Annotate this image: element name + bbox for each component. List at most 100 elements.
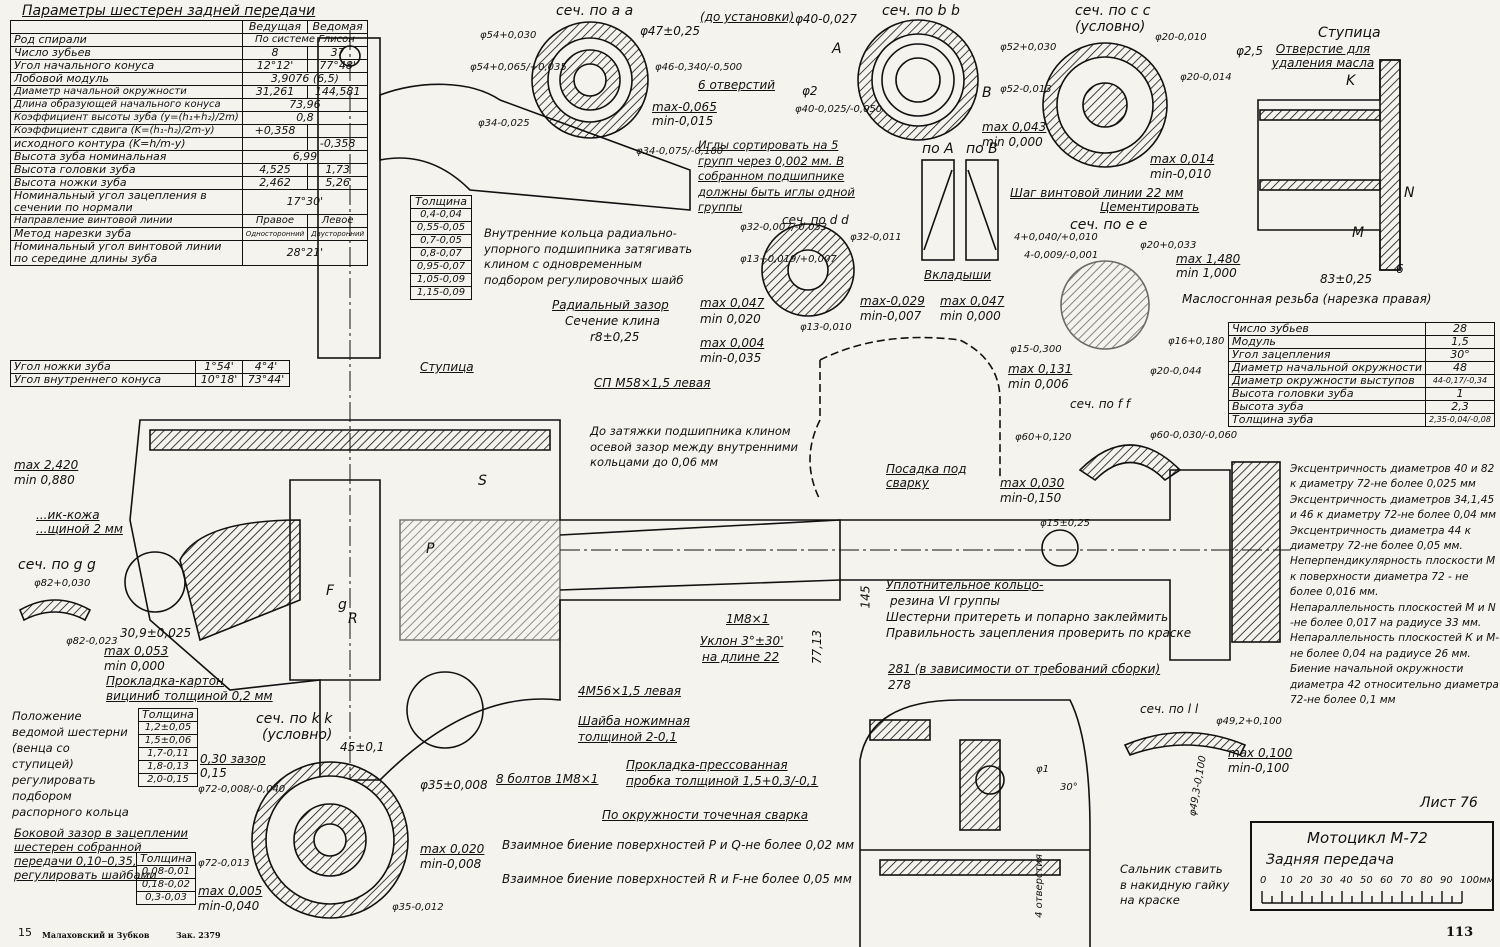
dim-k-gap: 0,30 зазор: [200, 752, 266, 766]
bearing-tightening-note: Внутренние кольца радиально-упорного под…: [484, 226, 693, 287]
table-cell: исходного контура (K=h/m-y): [10, 137, 243, 151]
scale-tick-label: 40: [1340, 875, 1353, 886]
table-row: 0,8-0,07: [410, 247, 472, 261]
lever-arm: [379, 83, 691, 211]
dim-c-phi20b: φ20-0,014: [1180, 72, 1232, 83]
dim-phi15: φ15±0,25: [1040, 518, 1090, 529]
section-ll: [1123, 731, 1247, 756]
table-cell: 2,0-0,15: [138, 773, 198, 787]
table-cell: 0,4-0,04: [410, 208, 472, 222]
ring-gear-hub: [289, 479, 381, 681]
scale-tick-label: 70: [1400, 875, 1413, 886]
backlash-note: Боковой зазор в зацеплении шестерен собр…: [14, 826, 189, 882]
dim-145: 145: [858, 585, 873, 609]
table-row: 1,8-0,13: [138, 760, 198, 774]
dim-d-phi13b: φ13-0,010: [800, 322, 852, 333]
table-cell: 0,18-0,02: [136, 878, 196, 892]
shim-table-bearing: Толщина 0,4-0,04 0,55-0,05 0,7-0,05 0,8-…: [410, 195, 472, 300]
sp-thread-label: СП М58×1,5 левая: [594, 376, 711, 390]
table-row: 1,2±0,05: [138, 721, 198, 735]
table-cell: 28°21': [241, 240, 369, 266]
table-cell: 144,581: [307, 85, 369, 99]
dim-d-min4: min 0,000: [940, 309, 1001, 323]
radial-gap-label: Радиальный зазор: [552, 298, 669, 312]
table-cell: Число зубьев: [10, 46, 243, 60]
insert-label-a: по А: [922, 141, 954, 157]
dim-f-phi60: φ60+0,120: [1015, 432, 1072, 443]
table-cell: Высота ножки зуба: [10, 176, 243, 190]
dim-hub-6: 6: [1396, 262, 1404, 276]
table-cell: Угол зацепления: [1228, 348, 1426, 362]
shim-table-spacer: Толщина 1,2±0,05 1,5±0,06 1,7-0,11 1,8-0…: [138, 708, 198, 787]
dim-k-max: max 0,005: [198, 884, 263, 898]
table-cell: 77°48': [307, 59, 369, 73]
runout-pq-note: Взаимное биение поверхностей P и Q-не бо…: [502, 838, 855, 852]
table-cell: -0,358: [307, 137, 369, 151]
table-cell: 31,261: [241, 85, 309, 99]
dim-a-min: min-0,015: [652, 114, 714, 128]
seal-ring-note: Уплотнительное кольцо-: [886, 578, 1044, 592]
label-g: g: [338, 597, 347, 613]
table-cell: Высота головки зуба: [1228, 387, 1426, 401]
spot-weld-note: По окружности точечная сварка: [602, 808, 809, 822]
table-row: Номинальный угол зацепления в сечении по…: [10, 189, 369, 215]
m56-thread-label: 4М56×1,5 левая: [578, 684, 681, 698]
dim-k-max2: max 0,020: [420, 842, 485, 856]
needles-note: Иглы сортировать на 5 групп через 0,002 …: [698, 138, 855, 214]
scale-tick-label: 90: [1440, 875, 1453, 886]
table-header-driving: Ведущая: [241, 20, 309, 34]
runout-rf-note: Взаимное биение поверхностей R и F-не бо…: [502, 872, 852, 886]
table-cell: 1,05-0,09: [410, 273, 472, 287]
dim-k-phi35b: φ35-0,012: [392, 902, 444, 913]
table-row: 0,7-0,05: [410, 234, 472, 248]
table-cell: Угол внутреннего конуса: [10, 373, 196, 387]
dim-a-phi47: φ47±0,25: [640, 24, 700, 38]
dim-a-phi46: φ46-0,340/-0,500: [655, 62, 743, 73]
table-cell: Правое: [241, 214, 309, 228]
dim-b-phi2: φ2: [802, 84, 818, 98]
gasket-carton-note-2: вициниб толщиной 0,2 мм: [106, 689, 273, 703]
dim-c-min2: min-0,010: [1150, 167, 1212, 181]
table-row: 1,5±0,06: [138, 734, 198, 748]
dim-a-phi34: φ34-0,075/-0,180: [636, 146, 724, 157]
table-cell: Метод нарезки зуба: [10, 227, 243, 241]
sheet-label: Лист 76: [1420, 795, 1478, 811]
table-cell: 37: [307, 46, 369, 60]
table-cell: Угол начального конуса: [10, 59, 243, 73]
dim-k-phi72: φ72-0,008/-0,040: [198, 784, 286, 795]
table-cell: 73°44': [242, 373, 290, 387]
table-cell: Лобовой модуль: [10, 72, 243, 86]
dim-k-45: 45±0,1: [340, 740, 385, 754]
dim-d-phi32b: φ32-0,011: [850, 232, 902, 243]
table-cell: Толщина: [136, 852, 196, 866]
insert-a: [921, 159, 955, 261]
gasket-carton-note: Прокладка-картон: [106, 674, 224, 688]
dim-d-max3: max-0,029: [860, 294, 925, 308]
dim-d-max2: max 0,004: [700, 336, 765, 350]
dim-e-max2: max 0,131: [1008, 362, 1073, 376]
table-cell: 2,3: [1425, 400, 1495, 414]
wedge-section-label: Сечение клина: [565, 314, 660, 328]
table-cell: Род спирали: [10, 33, 243, 47]
hub-outline: [1257, 59, 1401, 271]
gear-table-title: Параметры шестерен задней передачи: [22, 3, 316, 19]
table-cell: Модуль: [1228, 335, 1426, 349]
dim-e-phi20: φ20+0,033: [1140, 240, 1197, 251]
label-m: M: [1352, 225, 1365, 241]
section-ff: [1078, 444, 1182, 482]
table-cell: Диаметр начальной окружности: [1228, 361, 1426, 375]
table-cell: 44-0,17/-0,34: [1425, 374, 1495, 388]
label-r: R: [348, 611, 358, 627]
